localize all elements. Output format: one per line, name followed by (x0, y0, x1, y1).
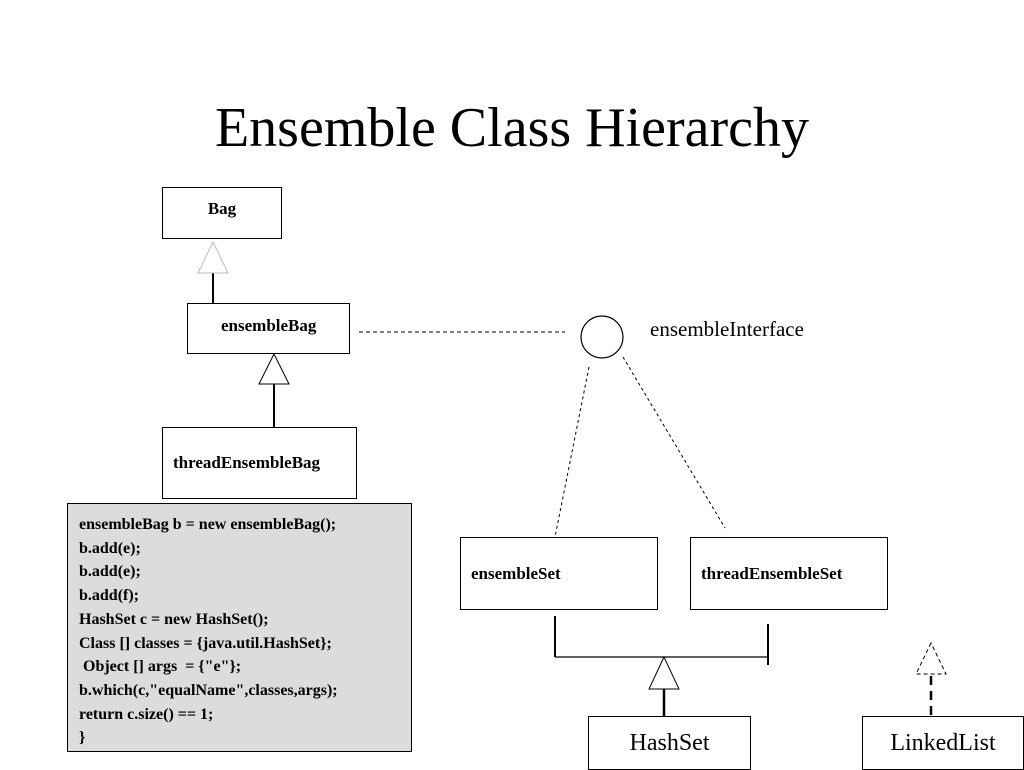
code-line: HashSet c = new HashSet(); (79, 610, 269, 628)
bag-class-label: Bag (207, 199, 237, 218)
hashset-class-label: HashSet (629, 729, 710, 756)
linkedlist-class-label: LinkedList (890, 729, 996, 756)
bag-class-box: Bag (162, 187, 282, 239)
code-line: Object [] args = {"e"}; (79, 658, 242, 676)
interface-threadensembleset-dashed-line (622, 356, 726, 529)
hashset-inheritance-arrow (648, 655, 680, 690)
threadensemblebag-class-box: threadEnsembleBag (162, 427, 357, 499)
threadensembleset-class-label: threadEnsembleSet (701, 563, 843, 583)
code-line: b.add(f); (79, 587, 140, 605)
code-line: b.add(e); (79, 563, 141, 581)
code-line: b.which(c,"equalName",classes,args); (79, 681, 338, 699)
page-title: Ensemble Class Hierarchy (214, 97, 810, 159)
interface-ensembleset-dashed-line (554, 366, 590, 538)
linkedlist-realization-arrow (915, 641, 947, 675)
hashset-class-box: HashSet (588, 716, 751, 770)
code-line: return c.size() == 1; (79, 705, 214, 723)
ensembleset-class-box: ensembleSet (460, 537, 658, 610)
code-line: ensembleBag b = new ensembleBag(); (79, 516, 337, 533)
ensemblebag-class-box: ensembleBag (187, 303, 350, 354)
code-snippet-box: ensembleBag b = new ensembleBag(); b.add… (67, 503, 412, 752)
code-line: Class [] classes = {java.util.HashSet}; (79, 634, 332, 652)
code-line: } (79, 729, 86, 747)
threadensembleset-class-box: threadEnsembleSet (690, 537, 888, 610)
ensemblebag-inheritance-arrow (258, 352, 290, 385)
ensembleset-class-label: ensembleSet (471, 563, 561, 583)
ensemblebag-class-label: ensembleBag (221, 316, 317, 335)
ensembleinterface-label: ensembleInterface (650, 317, 804, 341)
threadensemblebag-class-label: threadEnsembleBag (173, 453, 321, 472)
code-line: b.add(e); (79, 539, 141, 557)
bag-inheritance-arrow (197, 240, 229, 274)
interface-circle (580, 315, 624, 359)
linkedlist-class-box: LinkedList (862, 716, 1024, 770)
